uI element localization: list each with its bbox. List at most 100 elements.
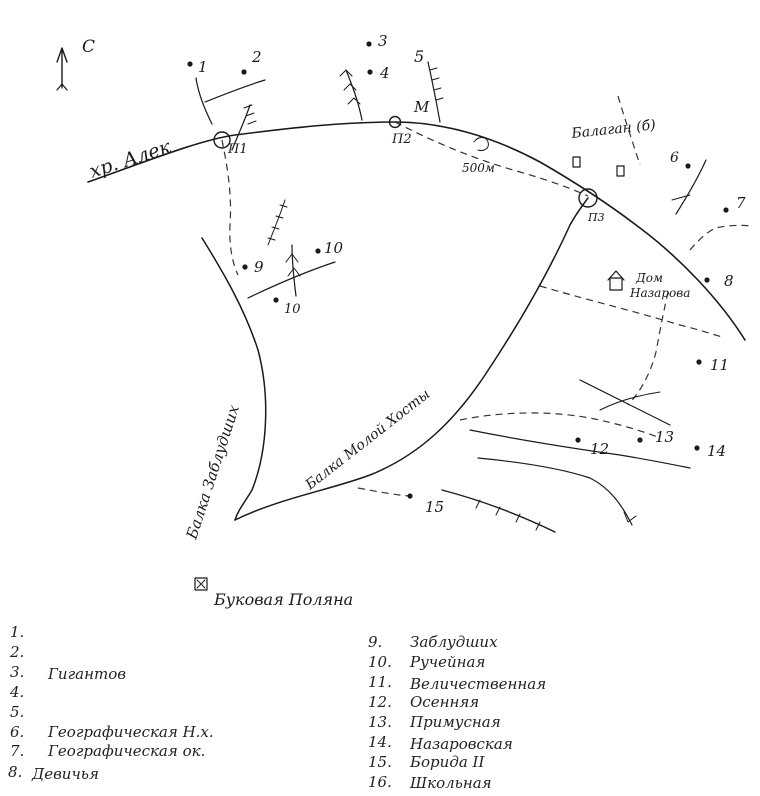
hut-icon-1 bbox=[572, 156, 581, 168]
legend-14-name: Назаровская bbox=[409, 735, 513, 753]
cave-11-label: 11 bbox=[710, 356, 729, 374]
stream-p1-north bbox=[195, 77, 213, 125]
trail-p1-south bbox=[221, 139, 239, 276]
legend-16-num: 16. bbox=[368, 773, 392, 791]
trail-15 bbox=[357, 487, 411, 497]
legend-11-num: 11. bbox=[368, 673, 392, 691]
ridge-spur-2 bbox=[231, 104, 251, 151]
hut-icon-2 bbox=[616, 165, 625, 177]
cave-2-icon bbox=[241, 69, 247, 75]
spur-10 bbox=[247, 261, 336, 299]
north-label: С bbox=[82, 37, 95, 57]
legend-2-num: 2. bbox=[9, 643, 24, 661]
stream-6 bbox=[675, 159, 707, 215]
stream-lower-arrows bbox=[623, 511, 637, 523]
legend-8-name: Девичья bbox=[31, 765, 99, 783]
point-p2-icon bbox=[388, 115, 402, 129]
legend-15-num: 15. bbox=[368, 753, 392, 771]
cave-10a-label: 10 bbox=[324, 239, 344, 257]
cave-7-icon bbox=[723, 207, 729, 213]
cave-4-label: 4 bbox=[379, 64, 390, 82]
cave-1-label: 1 bbox=[198, 58, 208, 76]
cave-10b-label: 10 bbox=[284, 302, 301, 317]
legend-8-num: 8. bbox=[8, 763, 22, 781]
point-p1-icon bbox=[213, 131, 231, 149]
legend-left: 1. 2. 3. Гигантов 4. 5. 6. Географическа… bbox=[8, 623, 214, 783]
legend-16-name: Школьная bbox=[409, 774, 492, 792]
stream-10-arrows bbox=[285, 253, 301, 277]
cave-1-icon bbox=[187, 61, 193, 67]
legend-3-name: Гигантов bbox=[47, 665, 126, 683]
cave-8-label: 8 bbox=[724, 272, 734, 290]
point-p2-label: П2 bbox=[391, 132, 412, 147]
legend-right: 9. Заблудших 10. Ручейная 11. Величестве… bbox=[368, 633, 546, 792]
hatch-15 bbox=[475, 499, 541, 531]
stream-lower bbox=[477, 457, 633, 526]
legend-9-name: Заблудших bbox=[410, 633, 498, 651]
cave-4-icon bbox=[367, 69, 373, 75]
hatch-5 bbox=[429, 67, 444, 101]
stream-6b bbox=[671, 194, 691, 201]
stream-5 bbox=[427, 61, 441, 123]
ridge-line bbox=[87, 121, 746, 341]
balka-zabludshikh-label: Балка Заблудших bbox=[182, 402, 243, 542]
cave-15-label: 15 bbox=[425, 498, 444, 516]
legend-3-num: 3. bbox=[10, 663, 24, 681]
distance-label: 500м bbox=[462, 161, 495, 175]
cave-6-label: 6 bbox=[670, 150, 679, 166]
legend-13-name: Примусная bbox=[409, 713, 501, 731]
cave-5-label: 5 bbox=[414, 47, 424, 66]
cave-10a-icon bbox=[315, 248, 321, 254]
cave-10b-icon bbox=[273, 297, 279, 303]
point-p1-label: П1 bbox=[227, 142, 248, 157]
dom-label-2: Назарова bbox=[629, 286, 690, 300]
hatch-1 bbox=[243, 104, 257, 125]
legend-11-name: Величественная bbox=[409, 675, 546, 693]
legend-6-name: Географическая Н.х. bbox=[47, 723, 214, 741]
balka-moloy-line bbox=[234, 197, 589, 521]
cave-7-label: 7 bbox=[736, 194, 746, 212]
legend-14-num: 14. bbox=[368, 733, 392, 751]
stream-4 bbox=[345, 69, 363, 121]
legend-4-num: 4. bbox=[9, 683, 24, 701]
hatch-9 bbox=[267, 199, 288, 246]
cave-12-label: 12 bbox=[590, 440, 609, 458]
cave-3-icon bbox=[366, 41, 372, 47]
cave-markers: 1 2 3 4 5 6 7 8 9 10 10 11 12 13 14 15 bbox=[187, 32, 746, 516]
trail-dom-south bbox=[627, 291, 669, 406]
point-p3-label: П3 bbox=[587, 211, 605, 224]
legend-15-name: Борида II bbox=[409, 753, 485, 771]
stream-10 bbox=[291, 244, 297, 297]
trail-mid bbox=[459, 412, 661, 439]
stream-13 bbox=[579, 379, 671, 426]
cave-8-icon bbox=[704, 277, 710, 283]
ridge-label: хр. Алек bbox=[87, 136, 174, 183]
cave-12-icon bbox=[575, 437, 581, 443]
stream-12 bbox=[469, 429, 691, 469]
balka-moloy-label: Балка Молой Хосты bbox=[302, 386, 433, 494]
trail-balagan bbox=[617, 95, 641, 166]
point-p3-icon bbox=[578, 188, 598, 208]
legend-1-num: 1. bbox=[10, 623, 24, 641]
stream-13-b bbox=[599, 391, 661, 411]
cave-9-icon bbox=[242, 264, 248, 270]
legend-10-name: Ручейная bbox=[409, 653, 485, 671]
cave-15-icon bbox=[407, 493, 413, 499]
cave-9-label: 9 bbox=[254, 258, 264, 276]
cave-3-label: 3 bbox=[378, 32, 388, 50]
cave-2-label: 2 bbox=[251, 48, 262, 66]
legend-6-num: 6. bbox=[10, 723, 24, 741]
hand-icon bbox=[473, 137, 489, 151]
balagan-label: Балаган (б) bbox=[570, 117, 657, 142]
balka-zabludshikh-line bbox=[201, 237, 267, 521]
legend-13-num: 13. bbox=[368, 713, 392, 731]
north-arrow-icon bbox=[56, 47, 68, 91]
flag-icon bbox=[194, 577, 208, 591]
bukovaya-label: Буковая Поляна bbox=[213, 590, 353, 609]
legend-12-num: 12. bbox=[368, 693, 392, 711]
legend-12-name: Осенняя bbox=[410, 693, 479, 711]
legend-10-num: 10. bbox=[368, 653, 392, 671]
cave-13-label: 13 bbox=[655, 428, 674, 446]
cave-11-icon bbox=[696, 359, 702, 365]
